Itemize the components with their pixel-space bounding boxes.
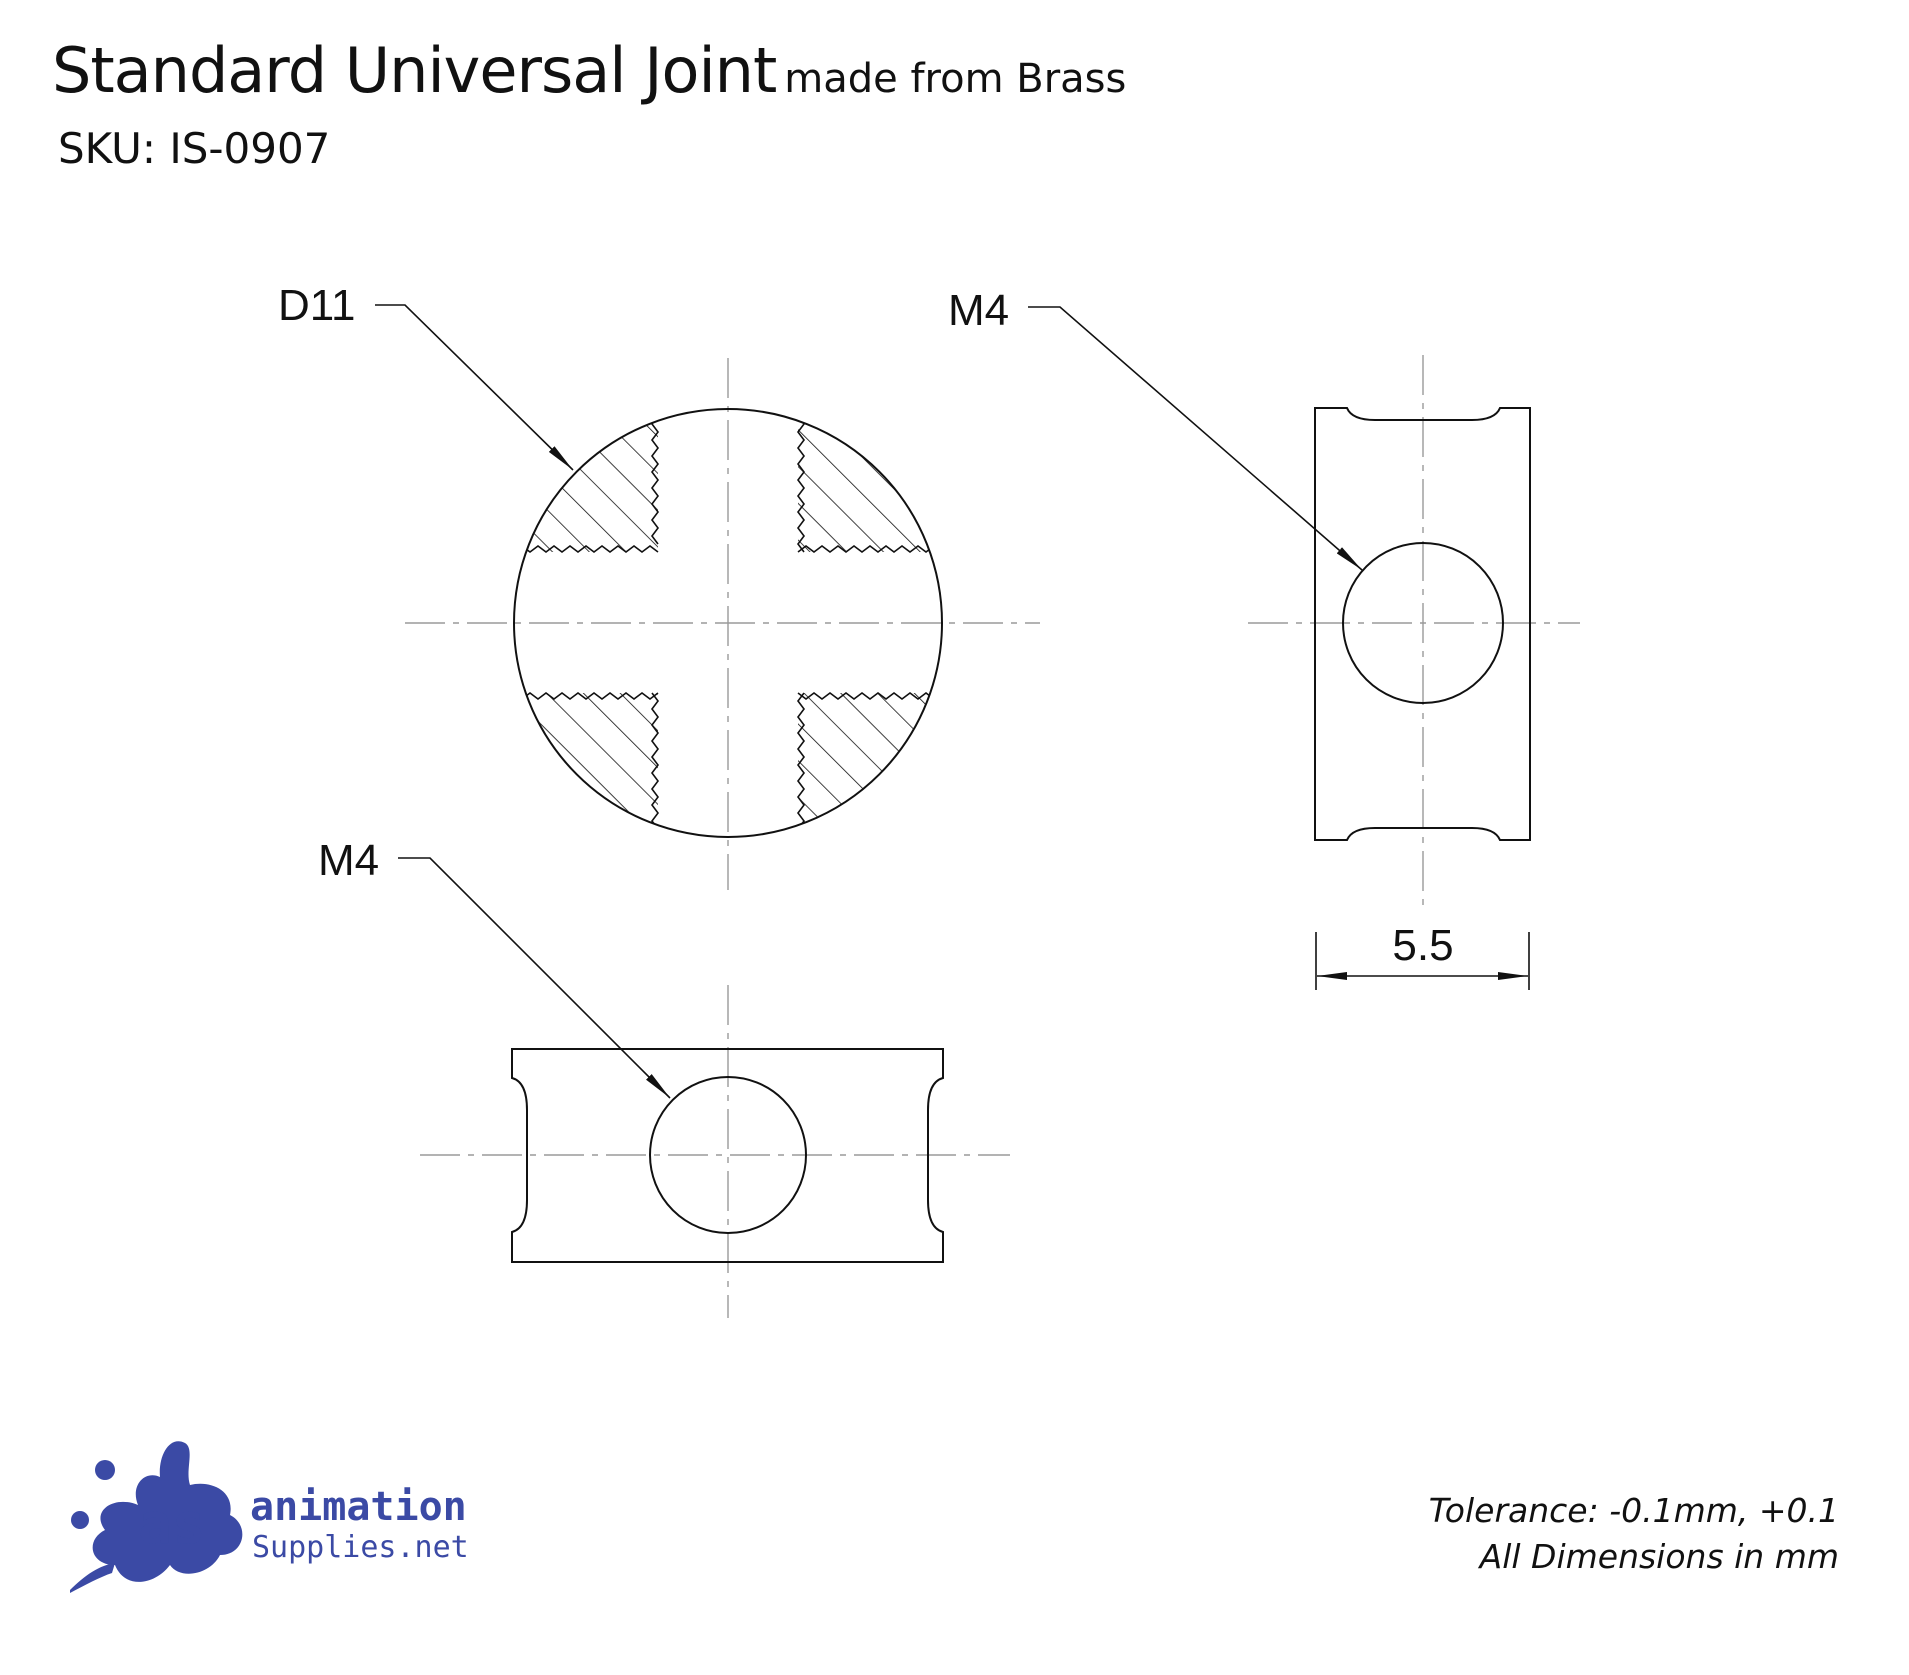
title-main: Standard Universal Joint: [52, 34, 777, 107]
hatch-quadrant-tr: [798, 409, 942, 552]
front-thread-leader: [398, 857, 671, 1099]
logo-initials: as: [138, 1492, 205, 1557]
side-thread-callout: M4: [948, 286, 1363, 571]
front-view-hole: [649, 1076, 807, 1234]
width-value: 5.5: [1392, 921, 1453, 970]
top-view: [405, 358, 1040, 890]
width-dimension: 5.5: [1315, 921, 1530, 990]
logo-line1: animation: [250, 1484, 467, 1530]
side-thread-leader: [1028, 306, 1363, 571]
diameter-leader: [375, 304, 574, 471]
hatch-quadrant-tl: [514, 409, 658, 552]
front-view-outline: [511, 1048, 944, 1263]
side-view: [1248, 355, 1580, 905]
units-note: All Dimensions in mm: [1479, 1537, 1839, 1576]
front-view: [420, 985, 1010, 1318]
side-view-hole: [1342, 542, 1504, 704]
diameter-label: D11: [278, 281, 355, 330]
top-view-outline: [513, 408, 943, 838]
hatch-quadrant-br: [798, 693, 942, 837]
diameter-callout: D11: [278, 281, 574, 471]
front-thread-label: M4: [318, 836, 379, 885]
logo-line2: Supplies.net: [252, 1530, 469, 1565]
side-view-outline: [1314, 407, 1531, 841]
splash-icon: [70, 1441, 243, 1593]
drawing-notes: Tolerance: -0.1mm, +0.1 All Dimensions i…: [1429, 1488, 1839, 1580]
sku-label: SKU: IS-0907: [58, 124, 331, 173]
tolerance-note: Tolerance: -0.1mm, +0.1: [1428, 1491, 1839, 1530]
side-thread-label: M4: [948, 286, 1009, 335]
company-logo: as animation Supplies.net: [70, 1441, 469, 1593]
hatch-quadrant-bl: [514, 693, 658, 837]
front-thread-callout: M4: [318, 836, 671, 1099]
title-material: made from Brass: [784, 56, 1127, 102]
